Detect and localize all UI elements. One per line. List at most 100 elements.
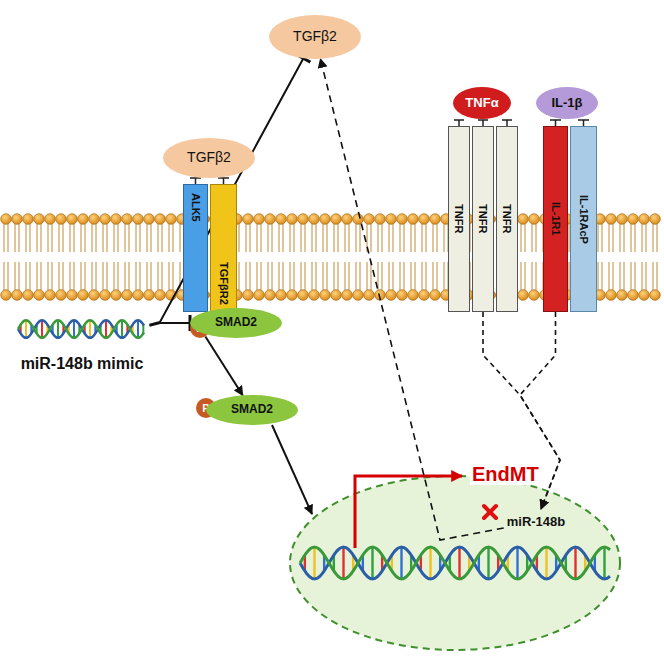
ligand: IL-1β: [536, 87, 598, 119]
lipid-head: [408, 214, 419, 225]
lipid-head: [342, 290, 353, 301]
strand: [300, 547, 610, 579]
inhibition-line: [150, 58, 304, 325]
lipid-head: [12, 214, 23, 225]
lipid-head: [342, 214, 353, 225]
lipid-tail: [356, 224, 360, 290]
lipid-head: [650, 214, 661, 225]
lipid-head: [67, 214, 78, 225]
lipid-tail: [598, 224, 602, 290]
base-pair: [458, 547, 460, 579]
inhibition-line: [150, 323, 191, 326]
lipid-head: [254, 214, 265, 225]
base-pair: [57, 320, 59, 338]
base-pair: [73, 320, 75, 338]
lipid-head: [529, 214, 540, 225]
cross-stroke: [484, 506, 496, 518]
lipid-head: [1, 214, 12, 225]
lipid-head: [89, 290, 100, 301]
lipid-tail: [323, 224, 327, 290]
lipid-tail: [334, 224, 338, 290]
lipid-head: [353, 214, 364, 225]
lipid-head: [430, 214, 441, 225]
lipid-tail: [92, 224, 96, 290]
lipid-head: [265, 214, 276, 225]
node-label: TNFR: [477, 204, 489, 233]
receptor: IL-1RAcP: [570, 126, 597, 312]
lipid-head: [78, 214, 89, 225]
lipid-tail: [301, 224, 305, 290]
lipid-head: [375, 214, 386, 225]
base-pair: [371, 547, 373, 579]
strand: [18, 320, 144, 338]
lipid-head: [155, 214, 166, 225]
lipid-tail: [15, 224, 19, 290]
lipid-head: [243, 290, 254, 301]
base-pair: [41, 320, 43, 338]
lipid-head: [397, 290, 408, 301]
lipid-tail: [59, 224, 63, 290]
node-label: TNFR: [501, 204, 513, 233]
base-pair: [603, 547, 605, 579]
mirna-helix: [18, 320, 144, 338]
lipid-head: [133, 214, 144, 225]
node-label: miR-148b mimic: [21, 355, 144, 373]
lipid-tail: [400, 224, 404, 290]
lipid-head: [397, 214, 408, 225]
lipid-tail: [521, 224, 525, 290]
lipid-tail: [81, 224, 85, 290]
lipid-head: [45, 214, 56, 225]
lipid-tail: [103, 224, 107, 290]
lipid-head: [628, 214, 639, 225]
activation-arrow: [205, 336, 242, 395]
lipid-head: [111, 214, 122, 225]
lipid-tail: [631, 224, 635, 290]
node-label: IL-1R1: [549, 202, 561, 236]
lipid-head: [639, 290, 650, 301]
lipid-head: [144, 214, 155, 225]
base-pair: [487, 547, 489, 579]
lipid-head: [34, 214, 45, 225]
lipid-head: [639, 214, 650, 225]
base-pair: [574, 547, 576, 579]
lipid-head: [276, 214, 287, 225]
receptor: TNFR: [448, 126, 470, 312]
node-label: TNFR: [453, 204, 465, 233]
lipid-head: [34, 290, 45, 301]
lipid-head: [254, 290, 265, 301]
shape-fill: [453, 87, 511, 119]
lipid-tail: [290, 224, 294, 290]
node-label: TGFβR2: [217, 262, 229, 305]
lipid-tail: [642, 224, 646, 290]
lipid-head: [331, 290, 342, 301]
node-label: TNFα: [465, 96, 498, 110]
shape-fill: [269, 15, 361, 59]
ligand: TNFα: [453, 87, 511, 119]
lipid-head: [606, 290, 617, 301]
lipid-tail: [422, 224, 426, 290]
lipid-head: [419, 290, 430, 301]
lipid-tail: [532, 224, 536, 290]
node-label: SMAD2: [215, 316, 257, 329]
node-label: SMAD2: [231, 403, 273, 416]
lipid-head: [67, 290, 78, 301]
lipid-head: [529, 290, 540, 301]
lipid-head: [518, 214, 529, 225]
node-label: IL-1RAcP: [577, 195, 589, 244]
nucleus: [290, 476, 620, 650]
lipid-head: [628, 290, 639, 301]
shape-fill: [163, 138, 255, 178]
lipid-head: [298, 290, 309, 301]
lipid-head: [100, 290, 111, 301]
lipid-tail: [136, 224, 140, 290]
lipid-head: [353, 290, 364, 301]
lipid-head: [12, 290, 23, 301]
lipid-tail: [4, 224, 8, 290]
lipid-head: [386, 290, 397, 301]
endmt-arrow: [355, 476, 462, 548]
node-label: IL-1β: [551, 96, 582, 110]
node-label: TGFβ2: [187, 150, 231, 165]
strand: [18, 320, 144, 338]
lipid-head: [364, 290, 375, 301]
